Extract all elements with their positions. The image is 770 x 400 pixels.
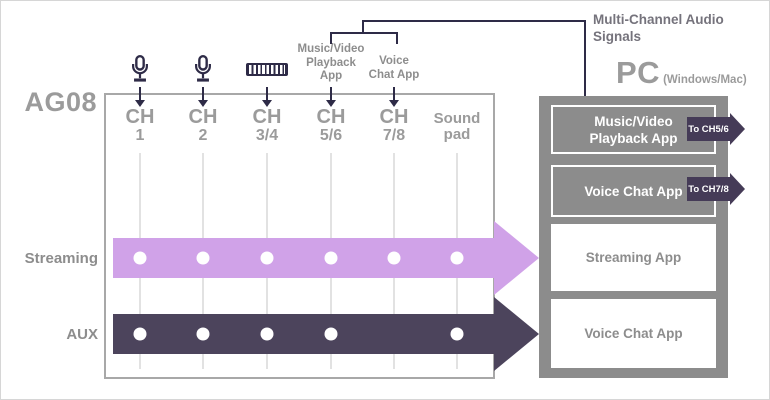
channel-label: CH — [188, 106, 218, 128]
channel-header-ch78: CH 7/8 — [354, 106, 434, 144]
to-ch78-arrow-badge: To CH7/8 — [687, 173, 745, 205]
pc-os-label: (Windows/Mac) — [663, 74, 747, 86]
channel-label: CH — [379, 106, 409, 128]
channel-tap-dot — [450, 251, 464, 265]
channel-tap-dot — [260, 251, 274, 265]
arrow-tip — [730, 173, 745, 205]
streaming-bus-label: Streaming — [24, 250, 98, 267]
aux-bus-arrowhead — [494, 297, 539, 371]
keyboard-icon — [246, 63, 288, 76]
channel-tap-dot — [196, 327, 210, 341]
channel-label: Sound — [433, 110, 481, 127]
channel-label: CH — [316, 106, 346, 128]
channel-header-soundpad: Sound pad — [417, 111, 497, 142]
channel-header-ch1: CH 1 — [100, 106, 180, 144]
down-arrow-icon — [134, 87, 146, 107]
channel-number: 3/4 — [255, 127, 279, 144]
down-arrow-icon — [197, 87, 209, 107]
app-box-voice-chat-output: Voice Chat App — [551, 299, 716, 368]
streaming-bus-bar — [113, 238, 494, 278]
down-arrow-icon — [388, 87, 400, 107]
channel-number: 1 — [135, 127, 145, 144]
routing-bracket-line — [396, 32, 398, 44]
mixer-title: AG08 — [24, 87, 97, 117]
routing-bracket-line — [330, 32, 332, 44]
channel-number: 5/6 — [319, 127, 343, 144]
channel-number: 2 — [198, 127, 208, 144]
source-label-ch78: Voice Chat App — [368, 55, 420, 81]
aux-bus-bar — [113, 314, 494, 354]
routing-bracket-line — [330, 32, 398, 34]
pc-title: PC (Windows/Mac) — [616, 55, 747, 91]
channel-header-ch34: CH 3/4 — [227, 106, 307, 144]
channel-label: CH — [125, 106, 155, 128]
routing-line — [362, 20, 586, 22]
down-arrow-icon — [325, 87, 337, 107]
channel-tap-dot — [450, 327, 464, 341]
channel-label: CH — [252, 106, 282, 128]
routing-line — [584, 20, 586, 98]
channel-number: 7/8 — [382, 127, 406, 144]
channel-tap-dot — [196, 251, 210, 265]
channel-header-ch2: CH 2 — [163, 106, 243, 144]
microphone-icon — [195, 55, 211, 82]
source-label-ch56: Music/Video Playback App — [297, 43, 365, 82]
channel-tap-dot — [387, 251, 401, 265]
arrow-tip — [730, 113, 745, 145]
microphone-icon — [132, 55, 148, 82]
to-ch56-arrow-badge: To CH5/6 — [687, 113, 745, 145]
pc-panel: Music/Video Playback App Voice Chat App … — [539, 96, 728, 378]
aux-bus-label: AUX — [66, 326, 98, 343]
channel-tap-dot — [324, 251, 338, 265]
channel-tap-dot — [260, 327, 274, 341]
channel-tap-dot — [133, 251, 147, 265]
pc-label: PC — [616, 55, 661, 90]
down-arrow-icon — [261, 87, 273, 107]
app-box-streaming: Streaming App — [551, 224, 716, 291]
routing-line — [362, 20, 364, 34]
streaming-bus-arrowhead — [494, 221, 539, 295]
channel-tap-dot — [324, 327, 338, 341]
channel-number: pad — [443, 126, 471, 143]
multi-channel-annotation: Multi-Channel Audio Signals — [593, 12, 724, 44]
channel-tap-dot — [133, 327, 147, 341]
channel-header-ch56: CH 5/6 — [291, 106, 371, 144]
